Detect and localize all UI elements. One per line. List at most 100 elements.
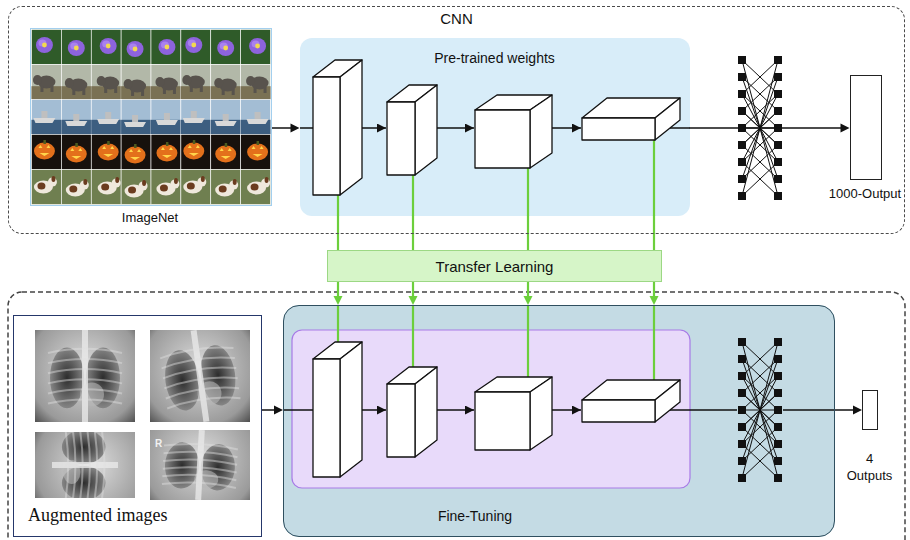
fc-neuron [738, 474, 746, 482]
flower-centre [165, 45, 170, 50]
image-marker: R [155, 438, 162, 449]
conv-layer-block [313, 60, 362, 195]
elephant-leg [173, 88, 176, 94]
dashed-panel [8, 292, 905, 540]
connector-line [272, 127, 293, 129]
ship-hull [215, 121, 237, 126]
flower-petal [161, 42, 169, 49]
box-label: Augmented images [28, 505, 167, 526]
imagenet-photo [211, 135, 241, 170]
xray-rib [163, 458, 237, 465]
ship-hull [247, 119, 269, 124]
pumpkin-mouth [189, 153, 199, 156]
fc-neuron [738, 406, 746, 414]
flow-arrows [283, 128, 835, 410]
elephant-leg [190, 86, 193, 92]
fc-neuron [738, 355, 746, 363]
dog-ear [265, 177, 269, 183]
flow-line [783, 409, 835, 411]
imagenet-photo [32, 30, 62, 65]
xray-image [35, 432, 135, 498]
elephant-leg [264, 87, 267, 93]
pumpkin-eye [252, 146, 256, 149]
dog-patch [101, 184, 109, 191]
fc-neuron [774, 372, 782, 380]
connector [835, 406, 862, 415]
xray-body [35, 330, 135, 422]
fully-connected-layers [738, 56, 782, 482]
fc-link [742, 342, 778, 376]
xray-rib [167, 394, 241, 408]
photo-ground [211, 65, 241, 100]
flower-petal [188, 40, 196, 47]
ship-tower [191, 111, 197, 118]
conv-layer-block [387, 85, 437, 175]
xray-body [150, 430, 250, 500]
block-side [655, 98, 680, 140]
fc-link [742, 162, 778, 196]
imagenet-photo [121, 30, 151, 65]
pumpkin [183, 143, 204, 160]
fc-link [742, 376, 778, 410]
connector [334, 282, 659, 305]
finetuning-fill [283, 305, 835, 537]
ship-tower [223, 114, 229, 121]
photo-ground [151, 86, 181, 99]
block-front [475, 110, 530, 168]
photo-ground [241, 100, 271, 135]
imagenet-photo [121, 100, 151, 135]
fc-link [742, 94, 778, 128]
network-box [292, 330, 690, 488]
fc-neuron [774, 474, 782, 482]
photo-ground [91, 135, 121, 170]
finetuning-region: Fine-Tuning [283, 305, 835, 537]
fc-neuron [774, 423, 782, 431]
imagenet-photo [211, 30, 241, 65]
imagenet-photos [32, 30, 271, 205]
pretrained-region: Pre-trained weights [300, 38, 690, 216]
elephant-leg [141, 90, 144, 96]
block-front [313, 359, 340, 477]
flower [158, 39, 175, 55]
photo-ground [151, 65, 181, 100]
photo-ground [32, 30, 62, 65]
elephant-leg [200, 86, 203, 92]
elephant-head [155, 77, 164, 87]
imagenet-photo [241, 135, 271, 170]
fc-link [742, 128, 778, 162]
photo-ground [151, 30, 181, 65]
output-label: 4 Outputs [847, 450, 893, 484]
fc-link [742, 60, 778, 94]
flower-petal [38, 40, 46, 47]
photo-ground [181, 135, 211, 170]
flower-petal [102, 41, 110, 48]
pumpkin-eye [137, 149, 141, 152]
pumpkin-eye [38, 145, 42, 148]
elephant-leg [50, 86, 53, 92]
photo-ground [151, 170, 181, 205]
xray-image [150, 330, 250, 422]
xray-ground [35, 432, 135, 498]
connector [262, 406, 283, 415]
pumpkin-eye [228, 148, 232, 151]
imagenet-photo [91, 65, 121, 100]
fc-neuron [738, 192, 746, 200]
fc-neuron [738, 175, 746, 183]
imagenet-photo [121, 135, 151, 170]
xray-ground [35, 330, 135, 422]
flower-centre [42, 43, 47, 48]
photo-ground [181, 30, 211, 65]
fc-neuron [774, 406, 782, 414]
photo-ground [91, 100, 121, 135]
photo-ground [181, 100, 211, 135]
transfer-line [653, 140, 655, 216]
xray-image [35, 330, 135, 422]
pumpkin-eye [196, 145, 200, 148]
ship-hull [65, 121, 87, 126]
dog-patch [37, 183, 45, 190]
imagenet-photo [151, 135, 181, 170]
photo-ground [61, 135, 91, 170]
elephant-head [124, 79, 133, 89]
fc-neuron [774, 457, 782, 465]
